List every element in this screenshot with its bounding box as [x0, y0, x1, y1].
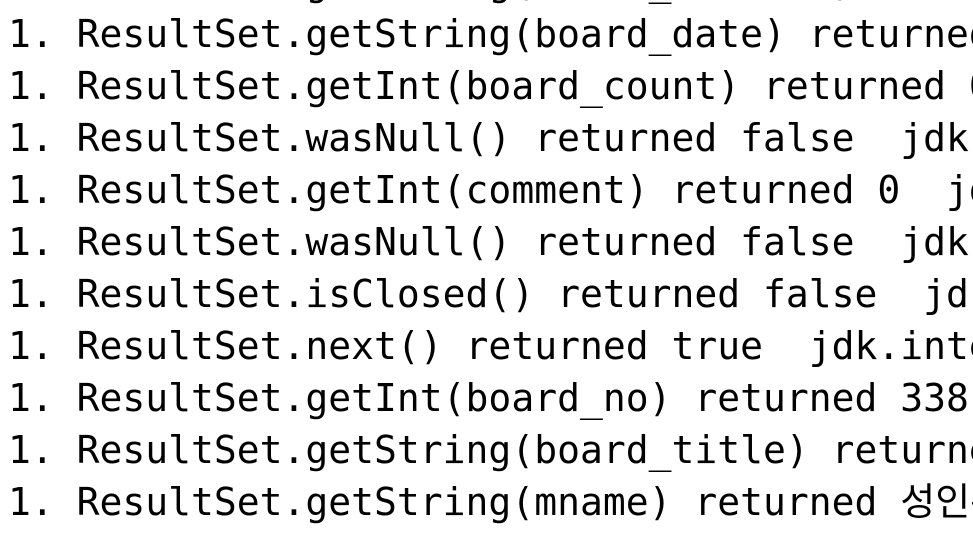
log-line: 1. ResultSet.getInt(board_no) returned 3… [8, 376, 969, 420]
log-line: 1. ResultSet.isClosed() returned false j… [8, 272, 973, 316]
log-line: 1. ResultSet.getString(mname) returned 성… [8, 480, 973, 524]
log-line-clipped-top: 1. ResultSet.getString(board_content) re… [8, 0, 973, 8]
log-line: 1. ResultSet.getInt(comment) returned 0 … [8, 168, 973, 212]
log-line: 1. ResultSet.wasNull() returned false jd… [8, 220, 973, 264]
log-line: 1. ResultSet.next() returned true jdk.in… [8, 324, 973, 368]
log-line: 1. ResultSet.wasNull() returned false jd… [8, 116, 973, 160]
log-line: 1. ResultSet.getString(board_title) retu… [8, 428, 973, 472]
log-line: 1. ResultSet.getString(board_date) retur… [8, 12, 973, 56]
log-line: 1. ResultSet.getInt(board_count) returne… [8, 64, 973, 108]
